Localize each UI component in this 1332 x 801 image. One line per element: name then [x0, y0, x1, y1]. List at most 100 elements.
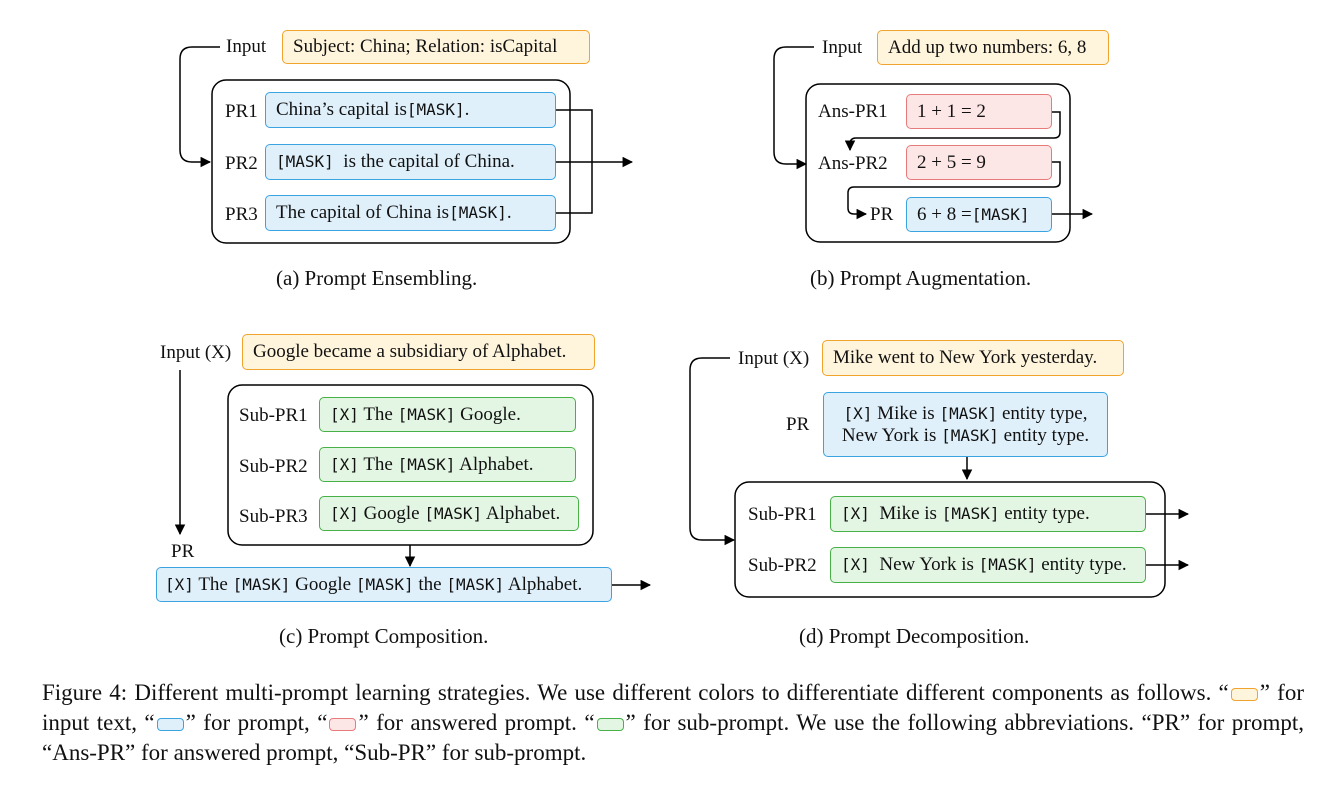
c-sub-prompt-1: [X] The [MASK] Google. — [319, 397, 576, 432]
c-sub-1-mask: [MASK] — [397, 404, 456, 424]
d-pr-line-2: New York is [MASK] entity type. — [842, 425, 1089, 447]
c-pr-mask-1: [MASK] — [232, 574, 291, 594]
b-ans2-text: 2 + 5 = 9 — [917, 151, 986, 173]
c-sub-2-t1: The — [358, 453, 398, 475]
c-input-box: Google became a subsidiary of Alphabet. — [242, 334, 595, 370]
c-sub-label-1: Sub-PR1 — [239, 405, 308, 426]
c-pr-mask-2: [MASK] — [355, 574, 414, 594]
b-input-box: Add up two numbers: 6, 8 — [877, 30, 1109, 65]
sub-prompt-color-swatch — [596, 718, 624, 731]
input-color-swatch — [1230, 688, 1258, 701]
figure-caption-p2: ” for input text, “ — [42, 680, 1304, 735]
a-row-label-3: PR3 — [225, 204, 258, 225]
a-row-label-2: PR2 — [225, 153, 258, 174]
b-ans2-to-pr — [847, 161, 1061, 220]
c-pr-label: PR — [171, 541, 195, 562]
d-sub-2-x: [X] — [841, 555, 870, 574]
c-input-text: Google became a subsidiary of Alphabet. — [253, 341, 567, 362]
a-prompt-3-tail: . — [506, 202, 512, 223]
c-sub-2-mask: [MASK] — [397, 454, 456, 474]
d-pr-box: [X] Mike is [MASK] entity type, New York… — [823, 392, 1108, 457]
a-prompt-3-text: The capital of China is — [276, 202, 450, 223]
c-sub-2-t2: Alphabet. — [455, 453, 534, 475]
d-sub-label-2: Sub-PR2 — [748, 555, 817, 576]
d-pr-l1-t1: Mike is — [872, 402, 940, 424]
c-sub-prompt-3: [X] Google [MASK] Alphabet. — [319, 496, 579, 531]
d-pr-l1-x: [X] — [843, 403, 873, 423]
d-pr-l2-t1: New York is — [841, 424, 942, 446]
c-sub-3-x: [X] — [330, 503, 359, 523]
a-input-arrow — [179, 46, 220, 168]
a-prompt-3: The capital of China is [MASK]. — [265, 195, 556, 231]
c-sub-3-t2: Alphabet. — [482, 502, 561, 524]
a-row-label-1: PR1 — [225, 101, 258, 122]
a-prompt-1-mask: [MASK] — [406, 100, 465, 119]
b-ans1-text: 1 + 1 = 2 — [917, 100, 986, 122]
d-sub-prompt-1: [X] Mike is [MASK] entity type. — [830, 496, 1146, 532]
a-prompt-1-tail: . — [464, 99, 470, 120]
b-pr-box: 6 + 8 = [MASK] — [906, 197, 1052, 232]
c-sub-label-3: Sub-PR3 — [239, 506, 308, 527]
b-ans1-to-ans2 — [844, 111, 1061, 152]
d-sub-2-t1: New York is — [869, 554, 979, 575]
d-sub-1-t2: entity type. — [999, 503, 1090, 524]
d-pr-line-1: [X] Mike is [MASK] entity type, — [844, 403, 1088, 425]
d-pr-l2-t2: entity type. — [998, 424, 1090, 446]
figure-caption-p5: ” for sub-prompt. We use the following a… — [42, 710, 1304, 765]
d-sub-1-t1: Mike is — [869, 503, 942, 524]
c-pr-t2: Google — [290, 573, 356, 595]
a-input-label: Input — [226, 36, 267, 57]
d-caption: (d) Prompt Decomposition. — [799, 624, 1030, 648]
a-prompt-2: [MASK] is the capital of China. — [265, 144, 556, 180]
answered-prompt-color-swatch — [329, 718, 357, 731]
a-prompt-2-tail: is the capital of China. — [333, 151, 515, 172]
c-input-label: Input (X) — [160, 342, 232, 363]
b-pr-text: 6 + 8 = — [917, 203, 972, 225]
b-ans1-label: Ans-PR1 — [818, 101, 888, 122]
b-ans2-label: Ans-PR2 — [818, 153, 888, 174]
c-sub-2-x: [X] — [330, 454, 359, 474]
d-pr-l1-mask: [MASK] — [939, 403, 998, 423]
c-sub-3-mask: [MASK] — [424, 503, 483, 523]
c-pr-t1: The — [193, 573, 233, 595]
prompt-color-swatch — [156, 718, 184, 731]
b-input-arrow — [773, 46, 814, 170]
c-pr-mask-3: [MASK] — [446, 574, 505, 594]
d-input-text: Mike went to New York yesterday. — [833, 347, 1098, 368]
d-sub-1-x: [X] — [841, 504, 870, 523]
d-sub-2-mask: [MASK] — [978, 555, 1037, 574]
d-pr-label: PR — [786, 414, 810, 435]
b-pr-label: PR — [870, 204, 894, 225]
d-pr-l2-mask: [MASK] — [941, 425, 999, 445]
c-sub-3-t1: Google — [358, 502, 425, 524]
figure-caption-p4: ” for answered prompt. “ — [358, 710, 595, 735]
d-input-label: Input (X) — [738, 348, 810, 369]
b-pr-mask: [MASK] — [971, 204, 1030, 224]
b-input-text: Add up two numbers: 6, 8 — [888, 36, 1087, 58]
d-sub-prompt-2: [X] New York is [MASK] entity type. — [830, 547, 1146, 583]
c-pr-x: [X] — [165, 574, 194, 594]
figure-caption-p3: ” for prompt, “ — [185, 710, 328, 735]
d-input-arrow — [689, 357, 736, 546]
figure-caption-p1: Figure 4: Different multi-prompt learnin… — [42, 680, 1229, 705]
a-prompt-1: China’s capital is [MASK]. — [265, 92, 556, 128]
d-sub-1-mask: [MASK] — [941, 504, 1000, 523]
c-sub-1-t2: Google. — [455, 403, 521, 425]
d-sub-2-t2: entity type. — [1036, 554, 1127, 575]
c-pr-box: [X] The [MASK] Google [MASK] the [MASK] … — [156, 567, 612, 602]
d-sub-label-1: Sub-PR1 — [748, 504, 817, 525]
d-pr-l1-t2: entity type, — [997, 402, 1088, 424]
d-input-box: Mike went to New York yesterday. — [822, 340, 1124, 376]
a-prompt-3-mask: [MASK] — [449, 203, 507, 222]
a-prompt-2-mask: [MASK] — [276, 152, 334, 171]
a-prompt-1-text: China’s capital is — [276, 99, 407, 120]
c-sub-1-t1: The — [358, 403, 398, 425]
c-pr-t3: the — [413, 573, 447, 595]
a-caption: (a) Prompt Ensembling. — [276, 266, 478, 290]
c-sub-prompt-2: [X] The [MASK] Alphabet. — [319, 447, 576, 482]
figure-caption: Figure 4: Different multi-prompt learnin… — [42, 678, 1304, 768]
a-input-box: Subject: China; Relation: isCapital — [282, 30, 590, 64]
c-pr-t4: Alphabet. — [504, 573, 583, 595]
c-sub-1-x: [X] — [330, 404, 359, 424]
